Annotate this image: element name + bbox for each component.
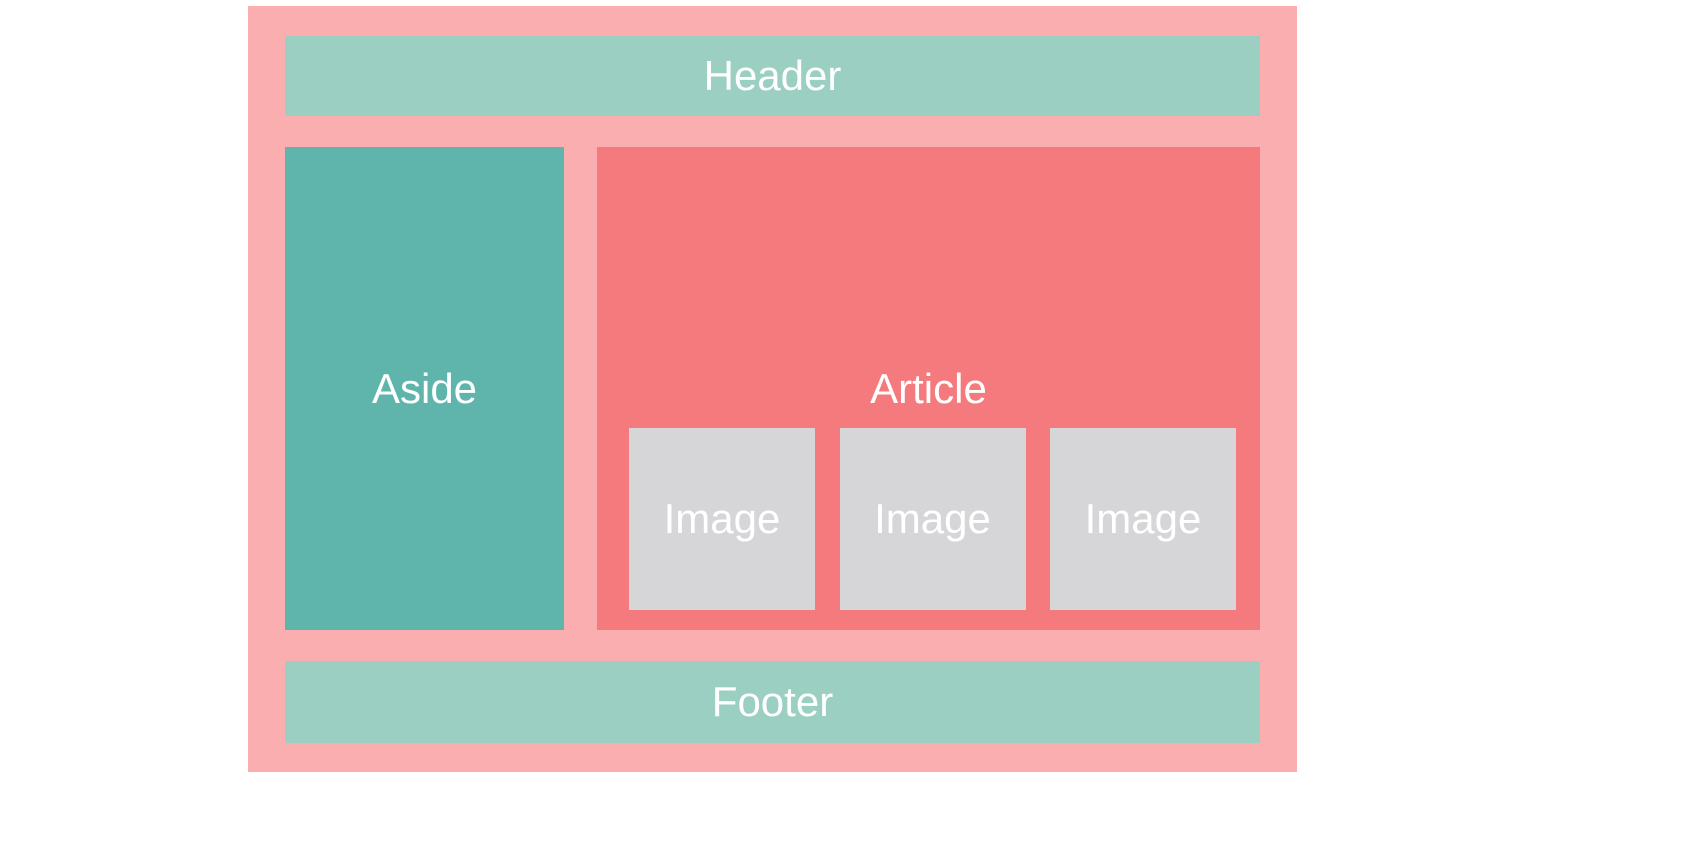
aside-region: Aside [285, 147, 564, 630]
image-label: Image [874, 495, 991, 542]
article-region: Article Image Image Image [597, 147, 1260, 630]
header-label: Header [703, 52, 842, 99]
page-container: Header Aside Article Image Image Image [248, 6, 1297, 772]
header-region: Header [285, 36, 1260, 116]
article-label: Article [870, 364, 987, 412]
aside-label: Aside [371, 364, 478, 412]
image-label: Image [1084, 495, 1202, 542]
image-row: Image Image Image [629, 428, 1236, 610]
footer-region: Footer [285, 661, 1260, 743]
image-placeholder: Image [839, 428, 1026, 610]
image-placeholder: Image [629, 428, 815, 610]
image-placeholder: Image [1050, 428, 1236, 610]
image-label: Image [663, 495, 781, 542]
footer-label: Footer [711, 678, 834, 725]
content-row: Aside Article Image Image Image [285, 147, 1260, 630]
